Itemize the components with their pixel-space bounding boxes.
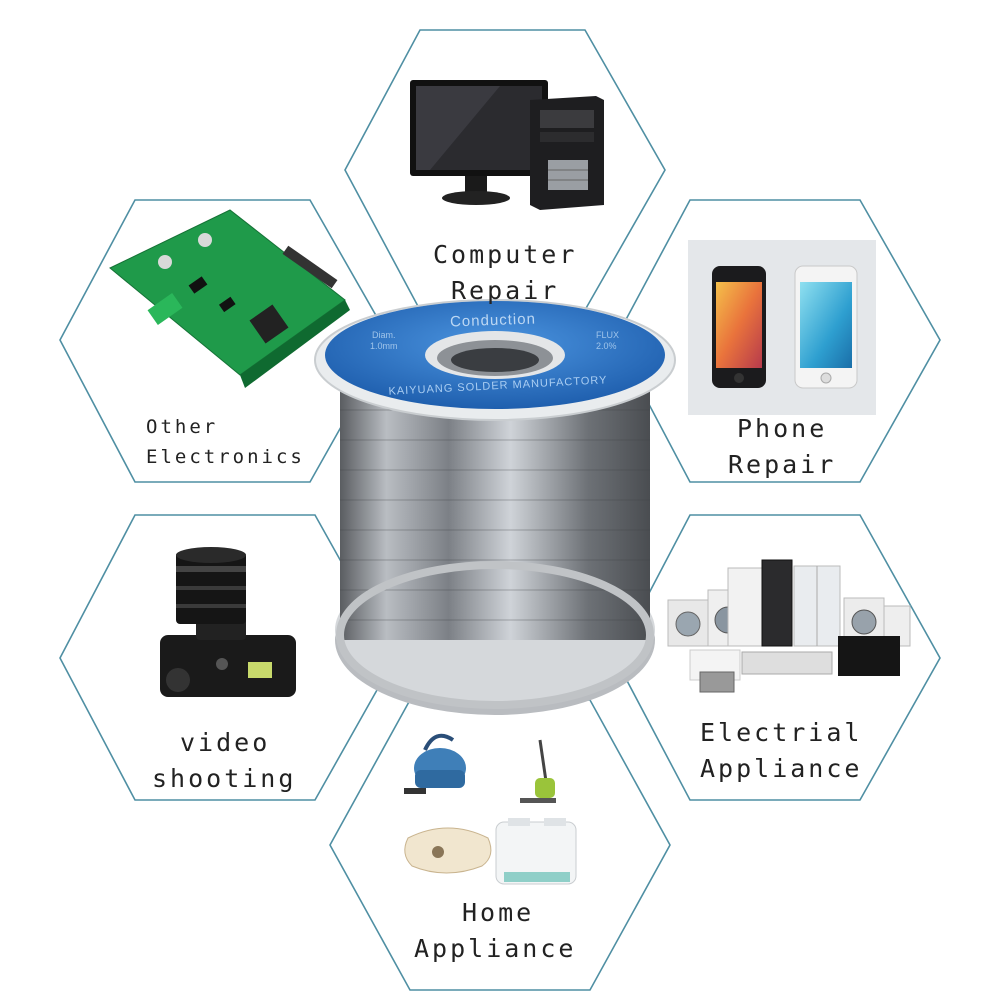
phone-repair-label-line2: Repair [728, 450, 837, 479]
vacuum-toaster-icon [404, 733, 577, 885]
home-appliance-label-line1: Home [462, 898, 535, 927]
spool-diameter-value: 1.0mm [370, 341, 398, 351]
home-appliance-label-line2: Appliance [414, 934, 577, 963]
spool-flux-value: 2.0% [596, 341, 617, 351]
desktop-computer-icon [410, 80, 604, 210]
solder-spool [314, 299, 676, 715]
computer-repair-label-line2: Repair [451, 276, 560, 305]
electrical-appliance-label-line2: Appliance [700, 754, 863, 783]
video-shooting-label-line1: video [180, 728, 271, 757]
other-electronics-label-line2: Electronics [146, 446, 305, 468]
circuit-board-icon [109, 209, 350, 388]
other-electronics-label-line1: Other [146, 416, 219, 438]
computer-repair-label-line1: Computer [433, 240, 578, 269]
spool-flux-label: FLUX [596, 330, 620, 340]
appliances-icon [667, 559, 911, 693]
spool-diameter-label: Diam. [372, 330, 396, 340]
video-shooting-label-line2: shooting [152, 764, 297, 793]
electrical-appliance-label-line1: Electrial [700, 718, 863, 747]
phone-repair-label-line1: Phone [737, 414, 828, 443]
camera-icon [160, 547, 296, 697]
smartphone-icon [688, 240, 876, 415]
